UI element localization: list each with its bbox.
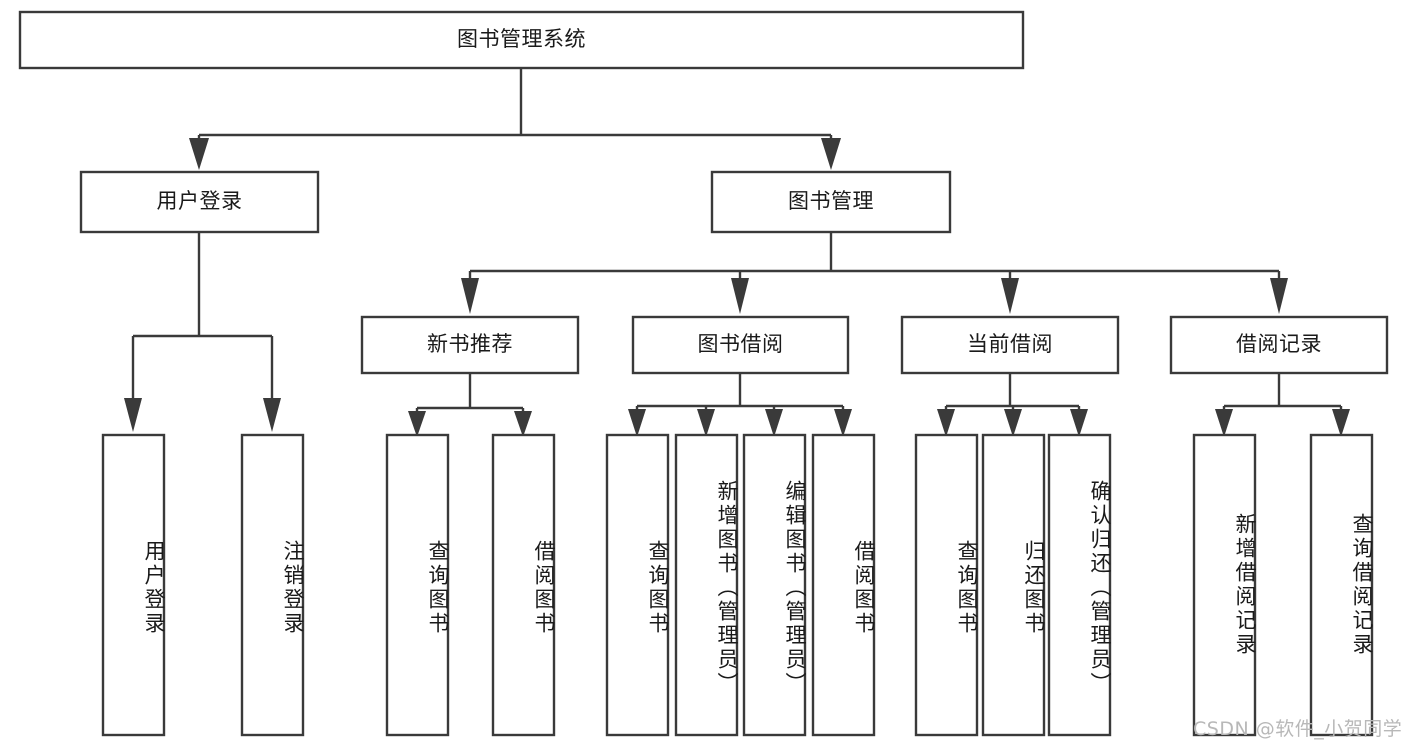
arrow-to-user-login <box>189 138 209 170</box>
arrow-to-bb-leaf-3 <box>765 409 783 437</box>
arrow-to-leaf-logout <box>263 398 281 432</box>
leaf-box-bb-borrow[interactable] <box>811 433 876 737</box>
arrow-to-nb-leaf-1 <box>408 411 426 437</box>
leaf-box-nb-query[interactable] <box>385 433 450 737</box>
leaf-box-br-add[interactable] <box>1192 433 1257 737</box>
node-book-borrow-box[interactable] <box>631 315 850 375</box>
arrow-to-br-leaf-2 <box>1332 409 1350 437</box>
leaf-box-cb-query[interactable] <box>914 433 979 737</box>
arrow-to-borrow-record <box>1270 278 1288 314</box>
arrow-to-cb-leaf-3 <box>1070 409 1088 437</box>
node-root-box[interactable] <box>18 10 1025 70</box>
node-book-manage-box[interactable] <box>710 170 952 234</box>
leaf-box-cb-return[interactable] <box>981 433 1046 737</box>
arrow-to-bb-leaf-1 <box>628 409 646 437</box>
node-current-borrow-box[interactable] <box>900 315 1120 375</box>
arrow-to-leaf-user-login <box>124 398 142 432</box>
leaf-box-cb-confirm[interactable] <box>1047 433 1112 737</box>
leaf-box-bb-add[interactable] <box>674 433 739 737</box>
node-borrow-record-box[interactable] <box>1169 315 1389 375</box>
leaf-box-bb-query[interactable] <box>605 433 670 737</box>
arrow-to-bb-leaf-2 <box>697 409 715 437</box>
arrow-to-cb-leaf-2 <box>1004 409 1022 437</box>
arrow-to-bb-leaf-4 <box>834 409 852 437</box>
arrow-to-nb-leaf-2 <box>514 411 532 437</box>
arrow-to-book-manage <box>821 138 841 170</box>
node-new-book-box[interactable] <box>360 315 580 375</box>
arrow-to-cb-leaf-1 <box>937 409 955 437</box>
leaf-box-bb-edit[interactable] <box>742 433 807 737</box>
arrow-to-book-borrow <box>731 278 749 314</box>
arrow-to-br-leaf-1 <box>1215 409 1233 437</box>
arrow-to-new-book <box>461 278 479 314</box>
leaf-box-nb-borrow[interactable] <box>491 433 556 737</box>
leaf-box-user-login[interactable] <box>101 433 166 737</box>
leaf-box-logout[interactable] <box>240 433 305 737</box>
node-user-login-box[interactable] <box>79 170 320 234</box>
arrow-to-current-borrow <box>1001 278 1019 314</box>
leaf-box-br-query[interactable] <box>1309 433 1374 737</box>
